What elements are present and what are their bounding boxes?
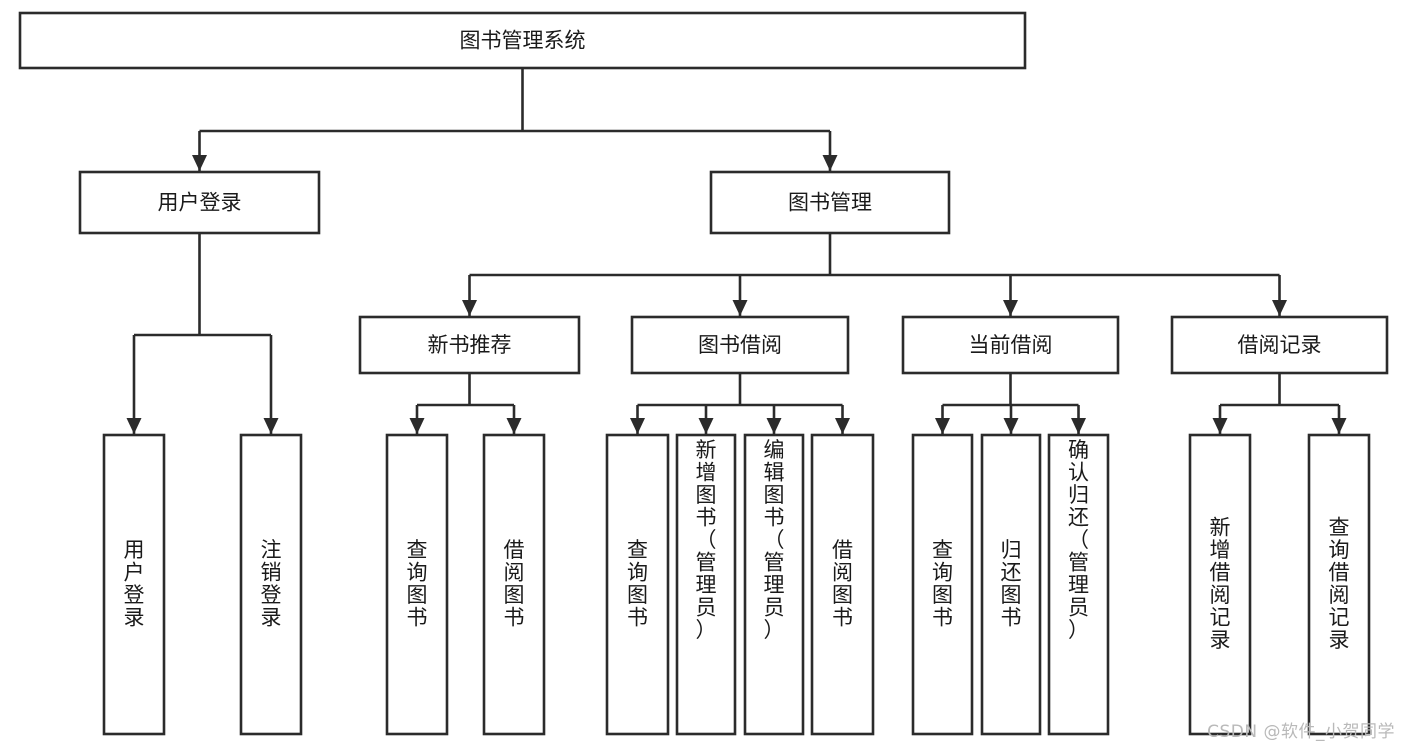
node-box (239, 433, 303, 736)
arrow-head-record-0 (1212, 418, 1228, 434)
node-box (1307, 433, 1371, 736)
arrow-head-borrow-0 (630, 418, 645, 434)
node-leaf-查询借阅记录[interactable]: 查询借阅记录 (1307, 433, 1371, 736)
node-box (1188, 433, 1252, 736)
arrow-head-root-0 (192, 155, 207, 171)
node-box (102, 433, 166, 736)
node-l2-图书管理[interactable]: 图书管理 (709, 170, 951, 235)
node-box (901, 315, 1120, 375)
arrow-head-current-1 (1003, 418, 1019, 434)
node-leaf-新增图书管理员[interactable]: 新增图书（管理员） (675, 433, 737, 736)
node-box (78, 170, 321, 235)
node-box (743, 433, 805, 736)
arrow-head-borrow-2 (766, 418, 782, 434)
node-label: 新书推荐 (428, 333, 512, 357)
node-l2-用户登录[interactable]: 用户登录 (78, 170, 321, 235)
node-leaf-新增借阅记录[interactable]: 新增借阅记录 (1188, 433, 1252, 736)
node-leaf-借阅图书[interactable]: 借阅图书 (810, 433, 875, 736)
node-label: 图书管理 (788, 191, 872, 215)
node-box (358, 315, 581, 375)
node-label: 查询借阅记录 (1329, 516, 1350, 653)
node-label: 图书管理系统 (460, 29, 586, 53)
node-label: 图书借阅 (698, 333, 782, 357)
node-label: 查询图书 (627, 538, 648, 630)
arrow-head-borrow-1 (698, 418, 714, 434)
node-leaf-确认归还管理员[interactable]: 确认归还（管理员） (1047, 433, 1110, 736)
node-l3-图书借阅[interactable]: 图书借阅 (630, 315, 850, 375)
node-label: 查询图书 (407, 538, 428, 630)
arrow-head-user-login-0 (126, 418, 142, 434)
node-leaf-归还图书[interactable]: 归还图书 (980, 433, 1042, 736)
node-label: 用户登录 (158, 191, 242, 215)
node-label: 用户登录 (124, 538, 145, 630)
node-label: 借阅记录 (1238, 333, 1322, 357)
arrow-head-book-manage-0 (462, 300, 477, 316)
node-box (1170, 315, 1389, 375)
node-label: 编辑图书（管理员） (764, 438, 785, 642)
node-leaf-查询图书[interactable]: 查询图书 (385, 433, 449, 736)
node-label: 当前借阅 (969, 333, 1053, 357)
node-l3-借阅记录[interactable]: 借阅记录 (1170, 315, 1389, 375)
arrow-head-current-2 (1071, 418, 1086, 434)
node-box (810, 433, 875, 736)
arrow-head-book-manage-3 (1272, 300, 1287, 316)
node-label: 归还图书 (1001, 538, 1022, 630)
node-root-图书管理系统[interactable]: 图书管理系统 (18, 11, 1027, 70)
arrow-head-user-login-1 (263, 418, 279, 434)
diagram-nodes: 图书管理系统用户登录图书管理新书推荐图书借阅当前借阅借阅记录用户登录注销登录查询… (18, 11, 1389, 736)
node-leaf-注销登录[interactable]: 注销登录 (239, 433, 303, 736)
node-box (709, 170, 951, 235)
node-label: 借阅图书 (504, 538, 525, 630)
node-box (1047, 433, 1110, 736)
node-label: 确认归还（管理员） (1068, 438, 1089, 642)
node-leaf-查询图书[interactable]: 查询图书 (605, 433, 670, 736)
node-label: 借阅图书 (832, 538, 853, 630)
arrow-head-new-book-1 (506, 418, 522, 434)
node-l3-当前借阅[interactable]: 当前借阅 (901, 315, 1120, 375)
node-box (385, 433, 449, 736)
arrow-head-record-1 (1331, 418, 1347, 434)
arrow-head-borrow-3 (835, 418, 850, 434)
node-label: 注销登录 (261, 538, 282, 630)
node-label: 新增借阅记录 (1210, 516, 1231, 653)
connector-lines (126, 68, 1347, 434)
arrow-head-book-manage-2 (1003, 300, 1018, 316)
arrow-head-new-book-0 (409, 418, 425, 434)
node-box (605, 433, 670, 736)
arrow-head-root-1 (822, 155, 838, 171)
node-leaf-编辑图书管理员[interactable]: 编辑图书（管理员） (743, 433, 805, 736)
node-box (675, 433, 737, 736)
node-box (911, 433, 974, 736)
node-box (18, 11, 1027, 70)
node-leaf-查询图书[interactable]: 查询图书 (911, 433, 974, 736)
node-label: 查询图书 (932, 538, 953, 630)
arrow-head-current-0 (935, 418, 950, 434)
arrow-head-book-manage-1 (732, 300, 748, 316)
node-label: 新增图书（管理员） (696, 438, 717, 642)
node-box (980, 433, 1042, 736)
node-leaf-用户登录[interactable]: 用户登录 (102, 433, 166, 736)
node-box (482, 433, 546, 736)
node-l3-新书推荐[interactable]: 新书推荐 (358, 315, 581, 375)
node-box (630, 315, 850, 375)
node-leaf-借阅图书[interactable]: 借阅图书 (482, 433, 546, 736)
